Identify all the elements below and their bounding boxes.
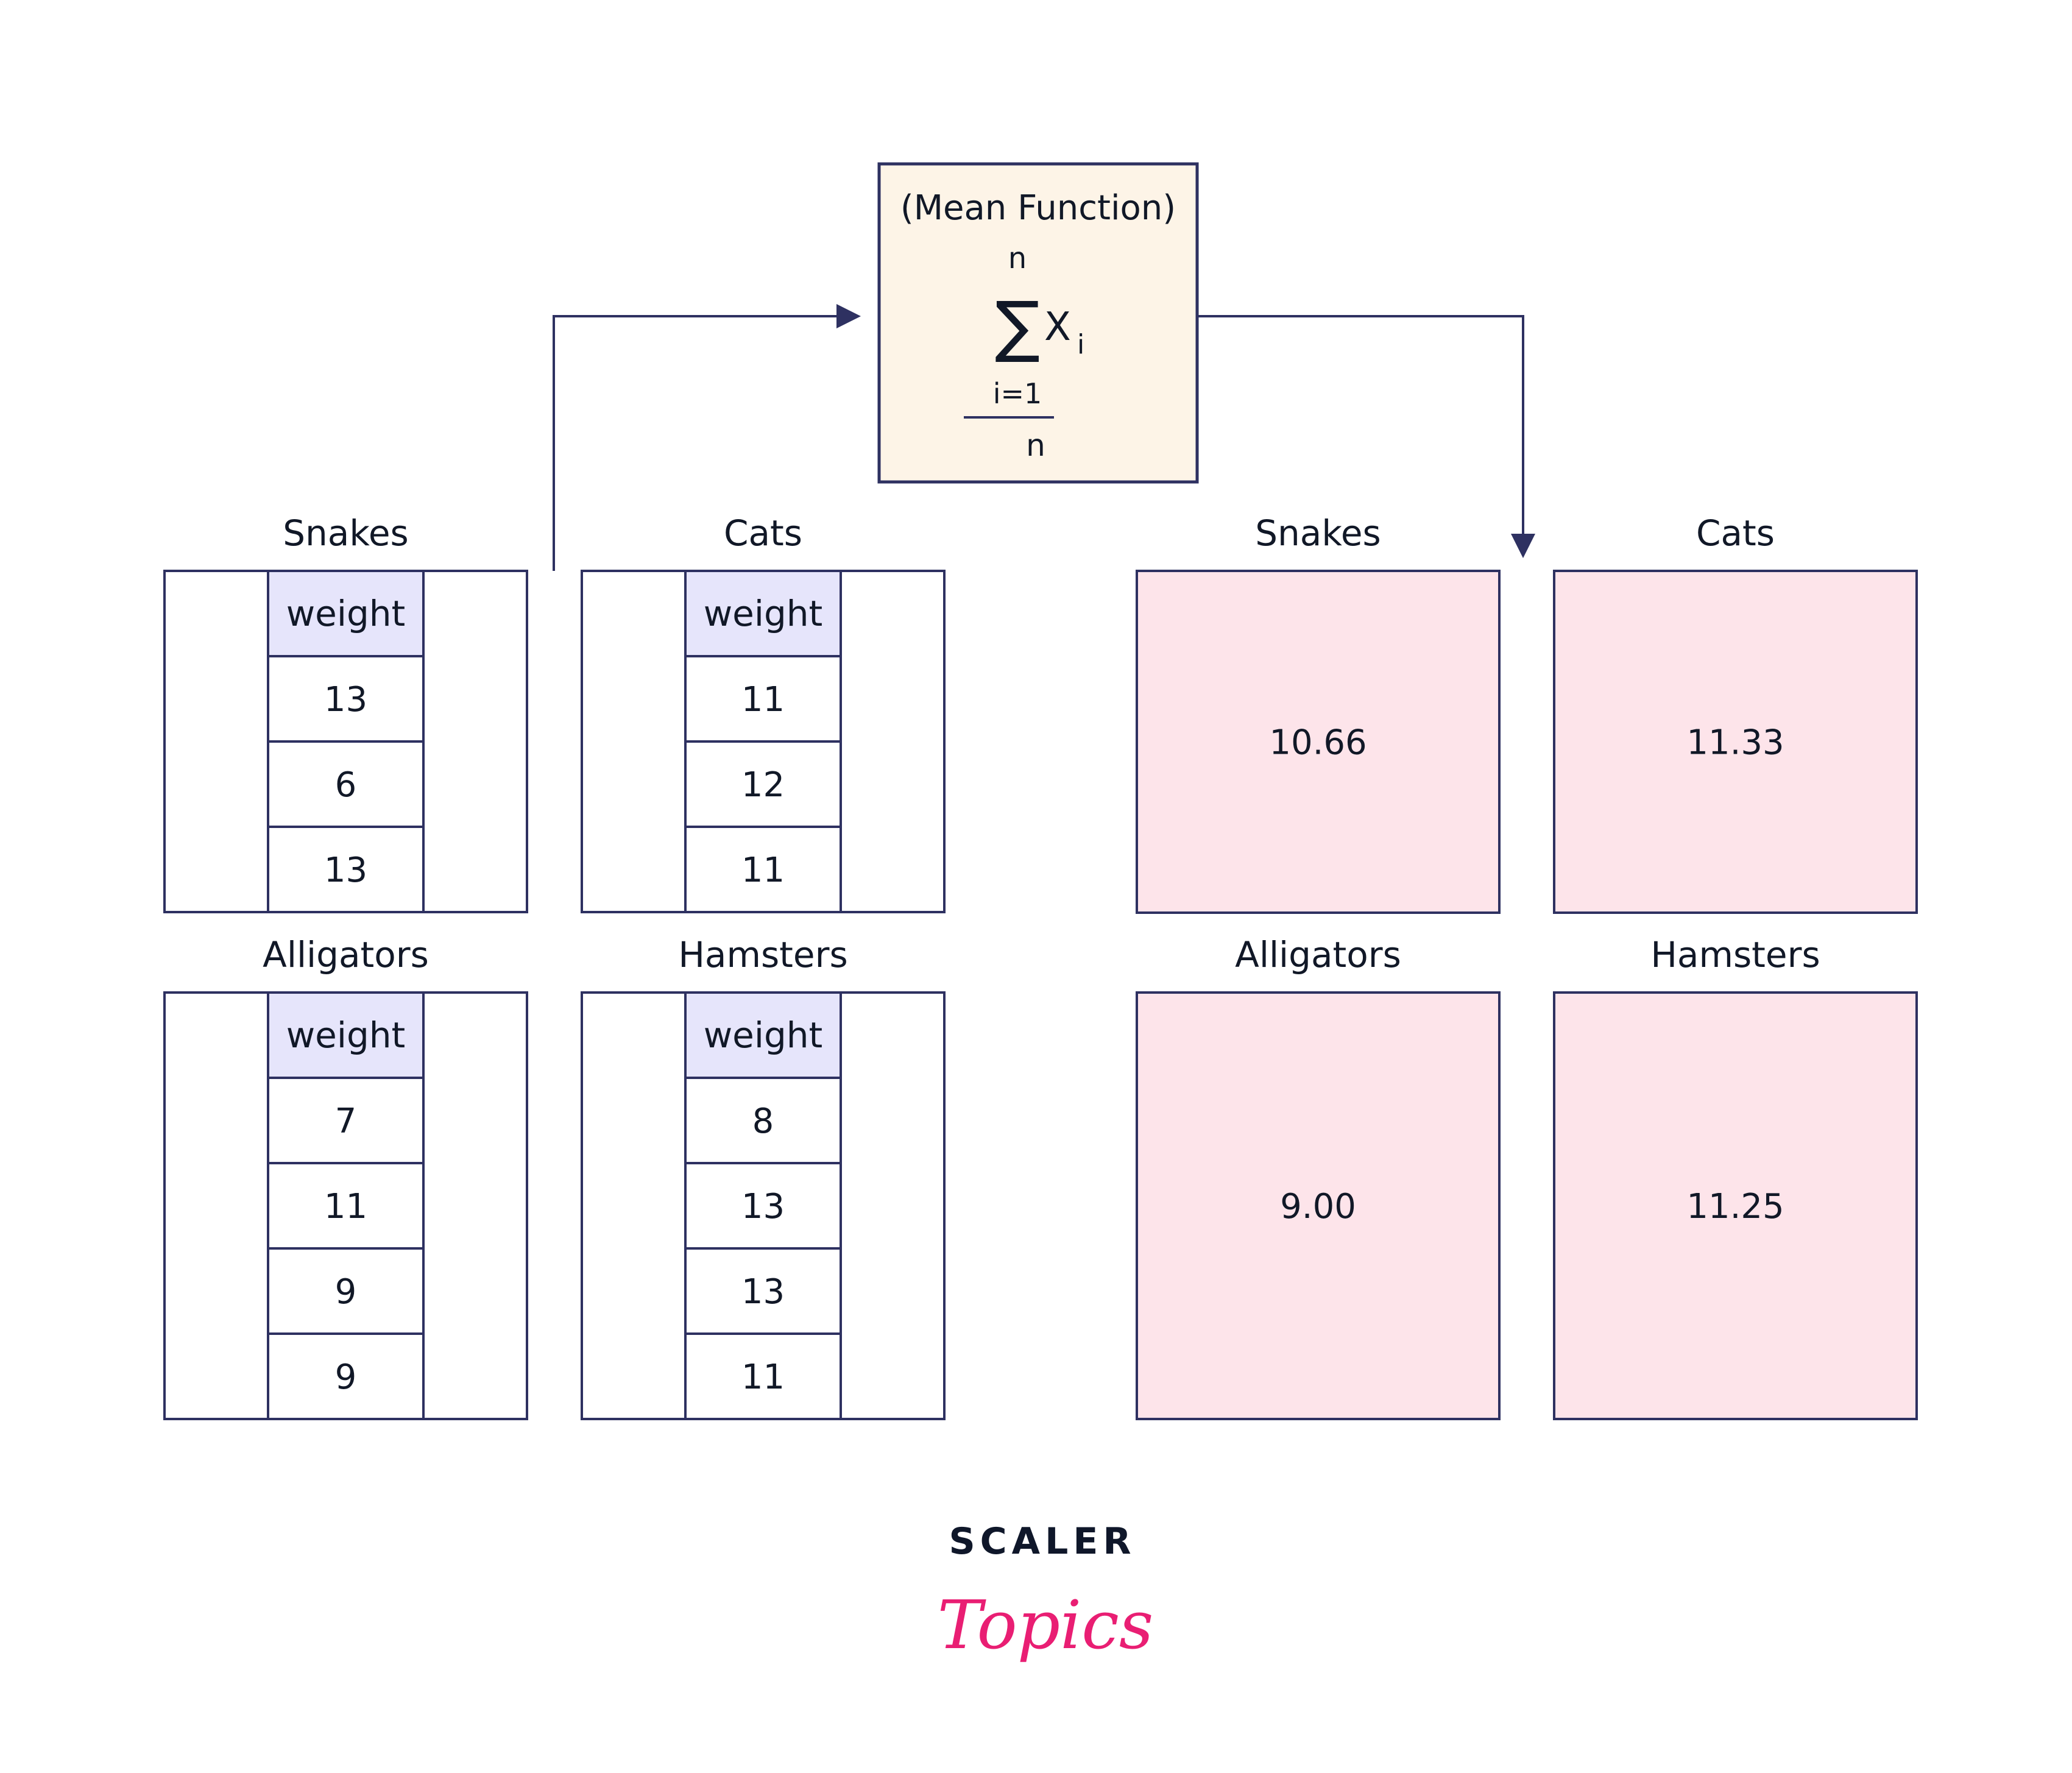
result-box-hamsters: Hamsters 11.25 xyxy=(1553,934,1918,1420)
result-title: Cats xyxy=(1696,512,1775,554)
result-title: Snakes xyxy=(1255,512,1381,554)
result-box-alligators: Alligators 9.00 xyxy=(1136,934,1501,1420)
value-cell xyxy=(267,826,425,913)
denominator: n xyxy=(1026,428,1045,463)
value-cell xyxy=(684,826,842,913)
sum-term-subscript: i xyxy=(1077,329,1084,360)
value-text: 11 xyxy=(741,851,785,890)
value-cell xyxy=(684,1332,842,1420)
input-table-snakes: Snakes weight 13 6 13 xyxy=(163,512,528,913)
value-cell xyxy=(684,1247,842,1335)
value-text: 13 xyxy=(741,1187,785,1226)
header-cell xyxy=(267,991,425,1079)
result-value: 11.33 xyxy=(1686,723,1784,763)
result-frame xyxy=(1553,570,1918,914)
result-frame xyxy=(1136,570,1501,914)
value-cell xyxy=(684,1077,842,1164)
value-text: 9 xyxy=(335,1357,357,1397)
value-cell xyxy=(267,1332,425,1420)
value-text: 7 xyxy=(335,1102,357,1141)
result-box-cats: Cats 11.33 xyxy=(1553,512,1918,914)
value-cell xyxy=(267,1162,425,1250)
result-frame xyxy=(1553,991,1918,1420)
input-table-cats: Cats weight 11 12 11 xyxy=(581,512,946,913)
mean-function-box: (Mean Function) n ∑ X i i=1 n xyxy=(877,162,1199,484)
result-value: 10.66 xyxy=(1269,723,1367,763)
sum-upper-limit: n xyxy=(1008,241,1027,275)
header-label: weight xyxy=(286,593,406,634)
header-label: weight xyxy=(704,593,823,634)
header-label: weight xyxy=(286,1014,406,1056)
logo-topics: Topics xyxy=(938,1586,1154,1664)
value-text: 11 xyxy=(741,680,785,720)
mean-function-title: (Mean Function) xyxy=(900,188,1176,228)
value-text: 6 xyxy=(335,765,357,805)
value-text: 13 xyxy=(324,680,367,720)
result-box-snakes: Snakes 10.66 xyxy=(1136,512,1501,914)
result-title: Alligators xyxy=(1235,934,1401,975)
sigma-icon: ∑ xyxy=(995,287,1040,365)
value-cell xyxy=(267,655,425,743)
input-table-alligators: Alligators weight 7 11 9 9 xyxy=(163,934,528,1420)
value-text: 11 xyxy=(324,1187,367,1226)
sum-lower-limit: i=1 xyxy=(993,377,1042,410)
value-text: 11 xyxy=(741,1357,785,1397)
result-value: 9.00 xyxy=(1280,1187,1356,1226)
scaler-topics-logo: SCALER Topics xyxy=(938,1520,1154,1664)
input-arrow xyxy=(553,304,861,571)
logo-scaler: SCALER xyxy=(949,1520,1136,1563)
header-cell xyxy=(267,570,425,657)
table-title: Hamsters xyxy=(678,934,847,975)
result-title: Hamsters xyxy=(1650,934,1820,975)
value-text: 8 xyxy=(752,1102,774,1141)
table-title: Snakes xyxy=(283,512,409,554)
sum-term: X xyxy=(1044,305,1071,350)
value-cell xyxy=(267,1247,425,1335)
output-arrow xyxy=(1198,315,1535,558)
table-title: Alligators xyxy=(263,934,429,975)
input-table-hamsters: Hamsters weight 8 13 13 11 xyxy=(581,934,946,1420)
value-text: 13 xyxy=(741,1272,785,1312)
result-value: 11.25 xyxy=(1686,1187,1784,1226)
header-label: weight xyxy=(704,1014,823,1056)
value-cell xyxy=(267,740,425,828)
table-title: Cats xyxy=(724,512,802,554)
value-cell xyxy=(684,1162,842,1250)
value-text: 13 xyxy=(324,851,367,890)
result-frame xyxy=(1136,991,1501,1420)
value-text: 9 xyxy=(335,1272,357,1312)
value-text: 12 xyxy=(741,765,785,805)
value-cell xyxy=(267,1077,425,1164)
